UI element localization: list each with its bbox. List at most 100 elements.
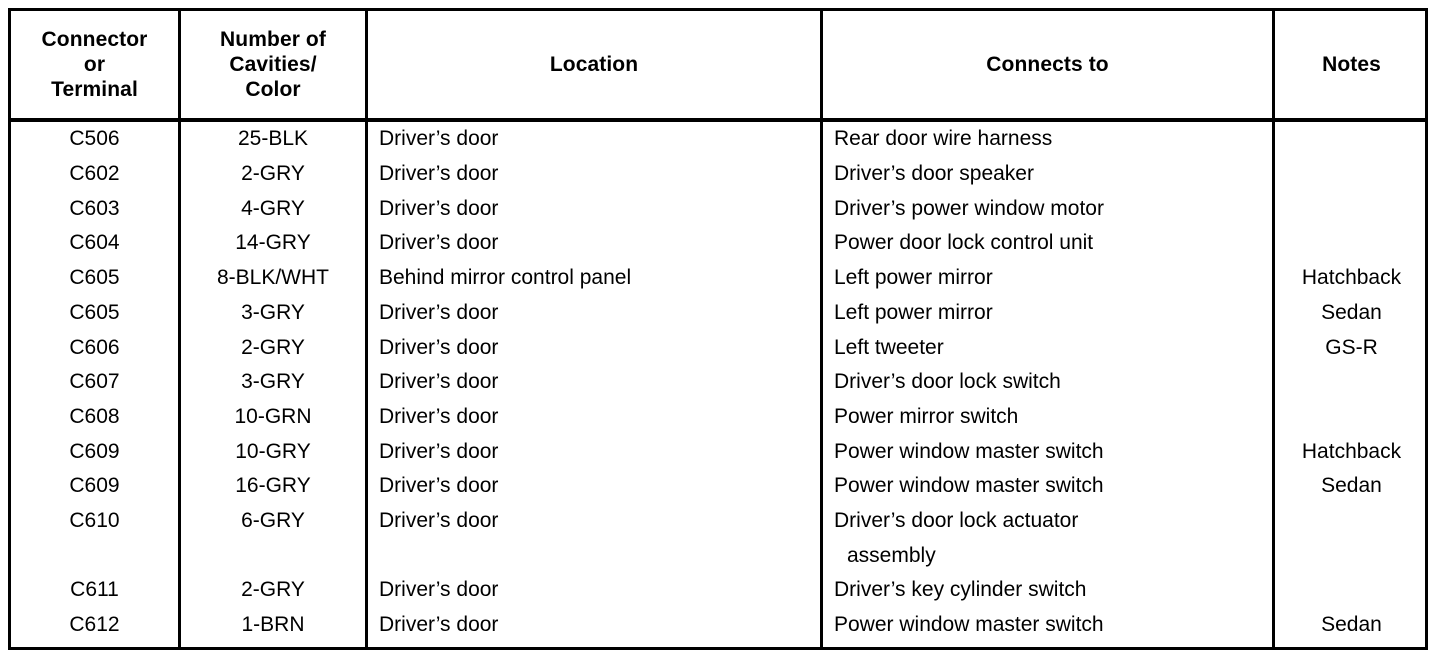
cavities-color-cell: 1-BRN <box>241 613 305 637</box>
notes-cell <box>1275 538 1428 573</box>
cavities-color-cell: 8-BLK/WHT <box>216 266 329 290</box>
connects-to-cell: Driver’s door speaker <box>834 162 1034 186</box>
location-cell: Driver’s door <box>379 335 499 359</box>
location-cell: Driver’s door <box>379 613 499 637</box>
column-header-text: Connects to <box>986 52 1108 77</box>
notes-cell <box>1275 226 1428 261</box>
cavities-color-cell: 10-GRY <box>235 439 311 463</box>
location-cell: Driver’s door <box>379 127 499 151</box>
table-body: C506 25-BLK Driver’s door Rear door wire ha… <box>11 122 1425 647</box>
cavities-color-cell: 2-GRY <box>241 578 305 602</box>
connects-to-cell: Power mirror switch <box>834 404 1019 428</box>
header-line: Number of <box>220 28 326 51</box>
connector-cell: C607 <box>69 370 120 394</box>
column-divider-1 <box>178 11 181 647</box>
column-header-text: Notes <box>1322 52 1381 77</box>
notes-cell: GS-R <box>1325 335 1378 359</box>
header-line: Color <box>245 78 301 101</box>
connector-cell <box>11 538 178 573</box>
notes-cell: Hatchback <box>1301 439 1402 463</box>
cavities-color-cell <box>181 538 365 573</box>
cavities-color-cell: 6-GRY <box>241 509 305 533</box>
notes-cell <box>1275 157 1428 192</box>
column-divider-3 <box>820 11 823 647</box>
column-header-location: Location <box>368 11 820 118</box>
table-row: C506 25-BLK Driver’s door Rear door wire ha… <box>11 122 1425 157</box>
table-row: assembly <box>11 538 1425 573</box>
connector-cell: C611 <box>70 578 119 602</box>
connector-cell: C608 <box>69 404 120 428</box>
header-line: Cavities/ <box>229 53 317 76</box>
connector-cell: C605 <box>69 266 120 290</box>
connector-cell: C602 <box>69 162 120 186</box>
connects-to-cell: assembly <box>847 543 936 567</box>
location-cell: Driver’s door <box>379 578 499 602</box>
connects-to-cell: Left tweeter <box>834 335 944 359</box>
cavities-color-cell: 14-GRY <box>235 231 311 255</box>
connects-to-cell: Power window master switch <box>834 439 1104 463</box>
table-row: C610 6-GRY Driver’s door Driver’s door lock… <box>11 504 1425 539</box>
notes-cell: Sedan <box>1321 300 1382 324</box>
notes-cell <box>1275 191 1428 226</box>
location-cell: Behind mirror control panel <box>379 266 632 290</box>
header-line: or <box>83 53 106 76</box>
connects-to-cell: Rear door wire harness <box>834 127 1053 151</box>
cavities-color-cell: 2-GRY <box>241 335 305 359</box>
location-cell: Driver’s door <box>379 439 499 463</box>
location-cell: Driver’s door <box>379 300 499 324</box>
cavities-color-cell: 25-BLK <box>237 127 309 151</box>
connector-cell: C610 <box>69 509 120 533</box>
location-cell: Driver’s door <box>379 231 499 255</box>
connects-to-cell: Left power mirror <box>834 300 993 324</box>
column-divider-2 <box>365 11 368 647</box>
connector-cell: C506 <box>69 127 120 151</box>
connects-to-cell: Power window master switch <box>834 613 1104 637</box>
header-line: Location <box>549 53 639 76</box>
notes-cell <box>1275 400 1428 435</box>
connector-cell: C603 <box>69 196 120 220</box>
header-line: Connector <box>41 28 148 51</box>
header-line: Connects to <box>986 53 1109 76</box>
cavities-color-cell: 3-GRY <box>241 370 305 394</box>
cavities-color-cell: 4-GRY <box>241 196 305 220</box>
connector-cell: C605 <box>69 300 120 324</box>
notes-cell <box>1275 504 1428 539</box>
connector-cell: C609 <box>69 439 120 463</box>
connects-to-cell: Left power mirror <box>834 266 993 290</box>
connects-to-cell: Driver’s door lock switch <box>834 370 1061 394</box>
location-cell: Driver’s door <box>379 509 499 533</box>
connects-to-cell: Power window master switch <box>834 474 1104 498</box>
cavities-color-cell: 2-GRY <box>241 162 305 186</box>
cavities-color-cell: 16-GRY <box>235 474 311 498</box>
notes-cell <box>1275 122 1428 157</box>
column-divider-4 <box>1272 11 1275 647</box>
location-cell <box>368 538 820 573</box>
column-header-connects-to: Connects to <box>823 11 1272 118</box>
notes-cell <box>1275 573 1428 608</box>
header-line: Notes <box>1322 53 1381 76</box>
table-row: C611 2-GRY Driver’s door Driver’s key cylin… <box>11 573 1425 608</box>
header-line: Terminal <box>51 78 138 101</box>
connector-cell: C604 <box>69 231 120 255</box>
column-header-text: Location <box>550 52 638 77</box>
connects-to-cell: Driver’s key cylinder switch <box>834 578 1087 602</box>
location-cell: Driver’s door <box>379 404 499 428</box>
connects-to-cell: Driver’s door lock actuator <box>834 509 1079 533</box>
column-header-notes: Notes <box>1275 11 1428 118</box>
table-row: C605 8-BLK/WHT Behind mirror control panel… <box>11 261 1425 296</box>
connector-cell: C609 <box>69 474 120 498</box>
